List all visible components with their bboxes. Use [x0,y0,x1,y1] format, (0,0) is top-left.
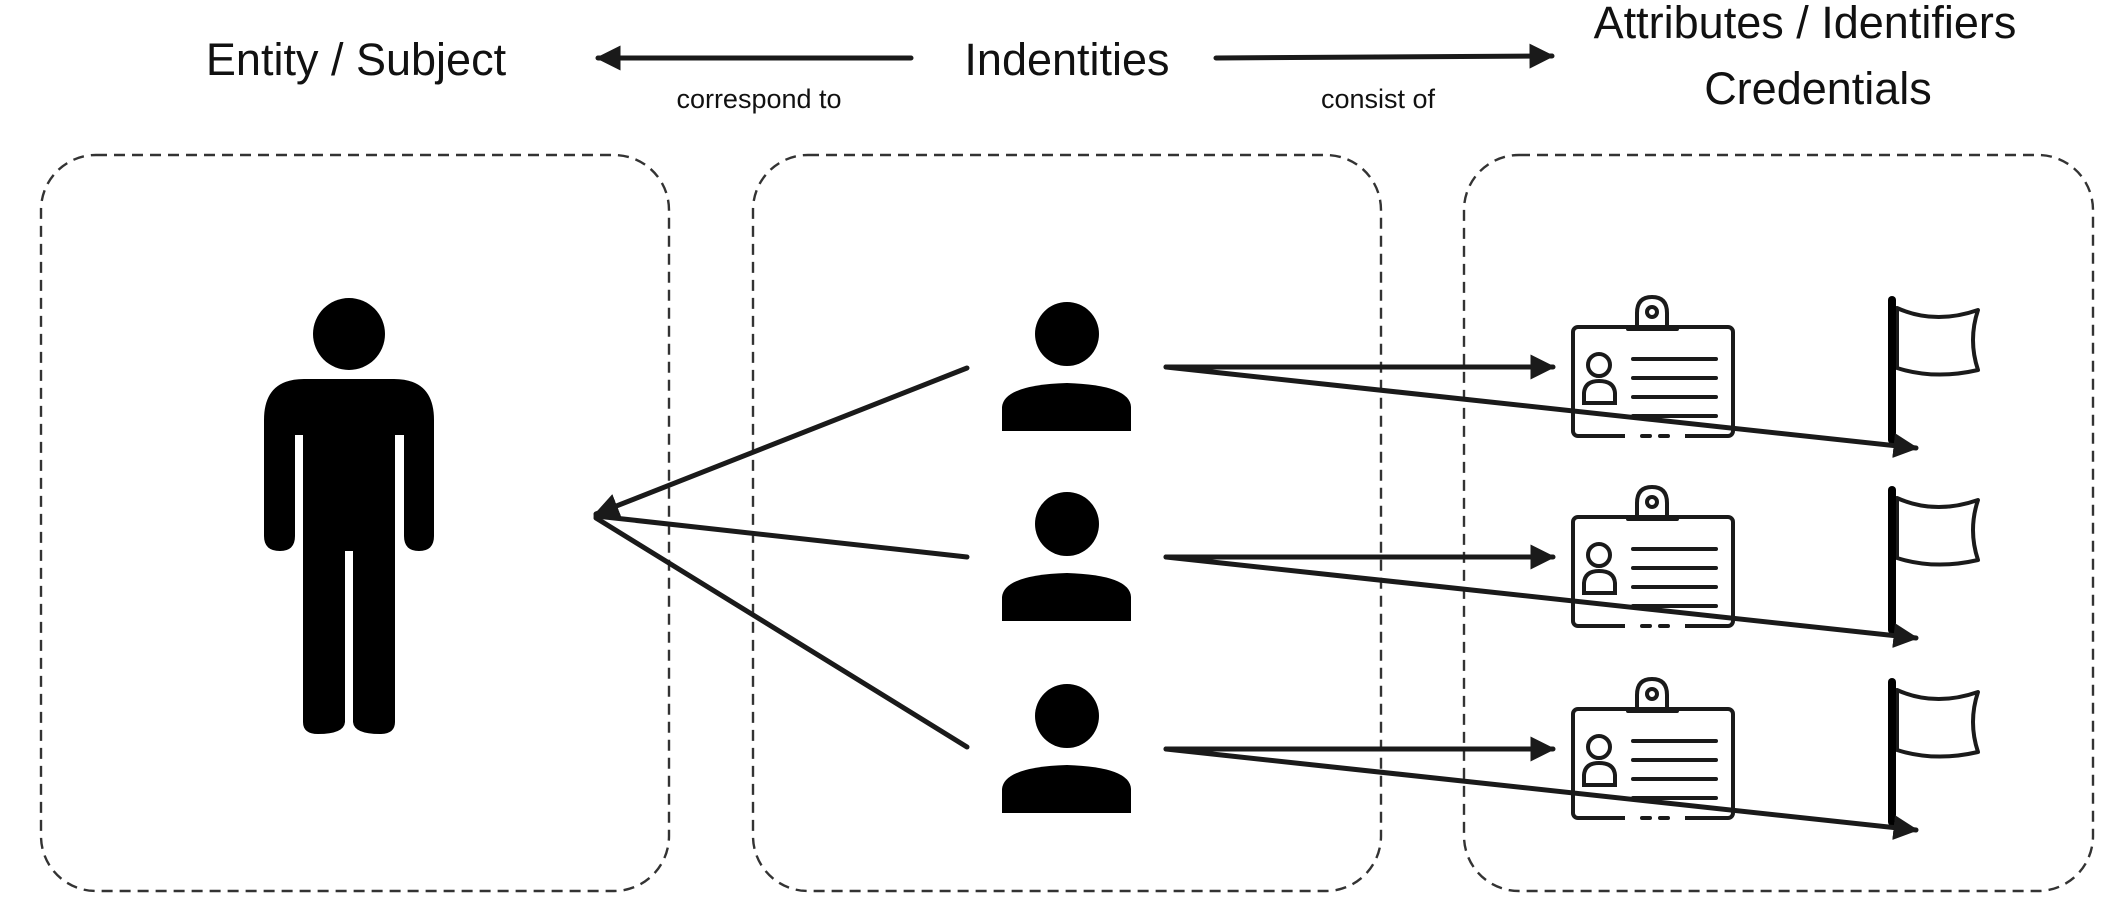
user-icon [1002,492,1131,621]
user-icon [1002,684,1131,813]
person-standing-icon [264,298,434,734]
identity-to-identifier-arrow [1163,746,1919,841]
badge-clip-hole [1645,305,1659,319]
badge-photo-body [1582,568,1617,595]
id-badge-icon [1571,676,1735,821]
entity-group-box [39,153,671,893]
user-head [1035,684,1099,748]
badge-photo-head [1586,352,1612,378]
identity-to-identifier-arrow [1163,364,1919,459]
flag-icon [1888,296,1980,444]
badge-gap [1625,431,1685,439]
identity-2-to-entity-line [593,513,970,560]
identities-title: Indentities [964,34,1169,85]
user-body [1002,573,1131,621]
identity-1-to-entity-line [593,365,970,518]
credentials-title: Credentials [1704,63,1932,114]
user-head [1035,302,1099,366]
identity-3-to-entity-line [593,515,970,750]
badge-clip-hole [1645,495,1659,509]
identity-row [1002,294,1980,459]
identities-group-box [751,153,1383,893]
badge-photo-head [1586,734,1612,760]
user-head [1035,492,1099,556]
id-badge-icon [1571,294,1735,439]
identity-rows [1002,294,1980,841]
entity-subject-title: Entity / Subject [206,34,507,85]
flag-icon [1888,486,1980,634]
identity-row [1002,676,1980,841]
attributes-identifiers-title: Attributes / Identifiers [1594,0,2017,48]
flag-cloth [1895,306,1980,377]
user-body [1002,383,1131,431]
consist-of-label: consist of [1321,84,1436,114]
flag-icon [1888,678,1980,826]
consist-of-arrow [1213,43,1555,69]
correspond-lines [593,365,970,750]
attributes-group-box [1462,153,2095,893]
id-badge-icon [1571,484,1735,629]
flag-cloth [1895,496,1980,567]
badge-gap [1625,813,1685,821]
correspond-to-label: correspond to [676,84,841,114]
user-body [1002,765,1131,813]
identity-to-identifier-arrow [1163,554,1919,649]
badge-gap [1625,621,1685,629]
badge-photo-head [1586,542,1612,568]
user-icon [1002,302,1131,431]
badge-clip-hole [1645,687,1659,701]
badge-photo-body [1582,378,1617,405]
flag-cloth [1895,688,1980,759]
badge-photo-body [1582,760,1617,787]
identity-row [1002,484,1980,649]
